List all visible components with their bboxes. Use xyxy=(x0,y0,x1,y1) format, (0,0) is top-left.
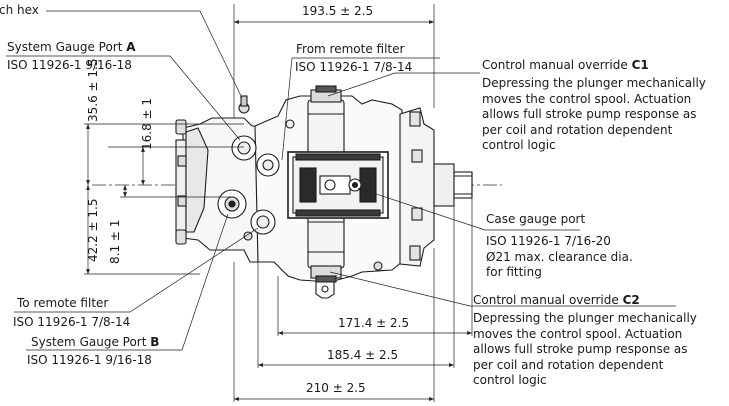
to-remote-spec: ISO 11926-1 7/8-14 xyxy=(13,315,131,329)
c2-code: C2 xyxy=(622,293,640,307)
gauge-a-letter: A xyxy=(126,40,136,54)
c2-description: Depressing the plunger mechanically move… xyxy=(473,311,697,387)
dim-171: 171.4 ± 2.5 xyxy=(336,316,412,330)
dim-42: 42.2 ± 1.5 xyxy=(86,198,100,263)
c1-label: Control manual override xyxy=(482,58,628,72)
dim-185: 185.4 ± 2.5 xyxy=(325,348,401,362)
c1-description: Depressing the plunger mechanically move… xyxy=(482,76,706,152)
leader-lines xyxy=(6,10,676,351)
dim-210: 210 ± 2.5 xyxy=(304,381,368,395)
case-gauge-label: Case gauge port xyxy=(486,212,586,226)
hex-label: ch hex xyxy=(0,3,39,17)
gauge-a-title: System Gauge Port A xyxy=(7,40,136,55)
to-remote-label: To remote filter xyxy=(17,296,109,310)
dimension-lines xyxy=(84,4,473,402)
c1-code: C1 xyxy=(631,58,649,72)
gauge-b-letter: B xyxy=(150,335,160,349)
dim-16: 16.8 ± 1 xyxy=(140,97,154,150)
gauge-b-spec: ISO 11926-1 9/16-18 xyxy=(27,353,152,367)
dim-35: 35.6 ± 1.5 xyxy=(86,58,100,123)
pump-body xyxy=(175,85,473,299)
dim-8: 8.1 ± 1 xyxy=(108,219,122,264)
c1-title: Control manual override C1 xyxy=(482,58,649,73)
from-remote-label: From remote filter xyxy=(296,42,405,56)
dim-top-width: 193.5 ± 2.5 xyxy=(300,4,376,18)
c2-label: Control manual override xyxy=(473,293,619,307)
gauge-a-spec: ISO 11926-1 9/16-18 xyxy=(7,58,132,72)
from-remote-spec: ISO 11926-1 7/8-14 xyxy=(295,60,413,74)
gauge-a-label: System Gauge Port xyxy=(7,40,123,54)
gauge-b-label: System Gauge Port xyxy=(31,335,147,349)
c2-title: Control manual override C2 xyxy=(473,293,640,308)
case-gauge-spec: ISO 11926-1 7/16-20 Ø21 max. clearance d… xyxy=(486,234,633,279)
gauge-b-title: System Gauge Port B xyxy=(31,335,159,350)
